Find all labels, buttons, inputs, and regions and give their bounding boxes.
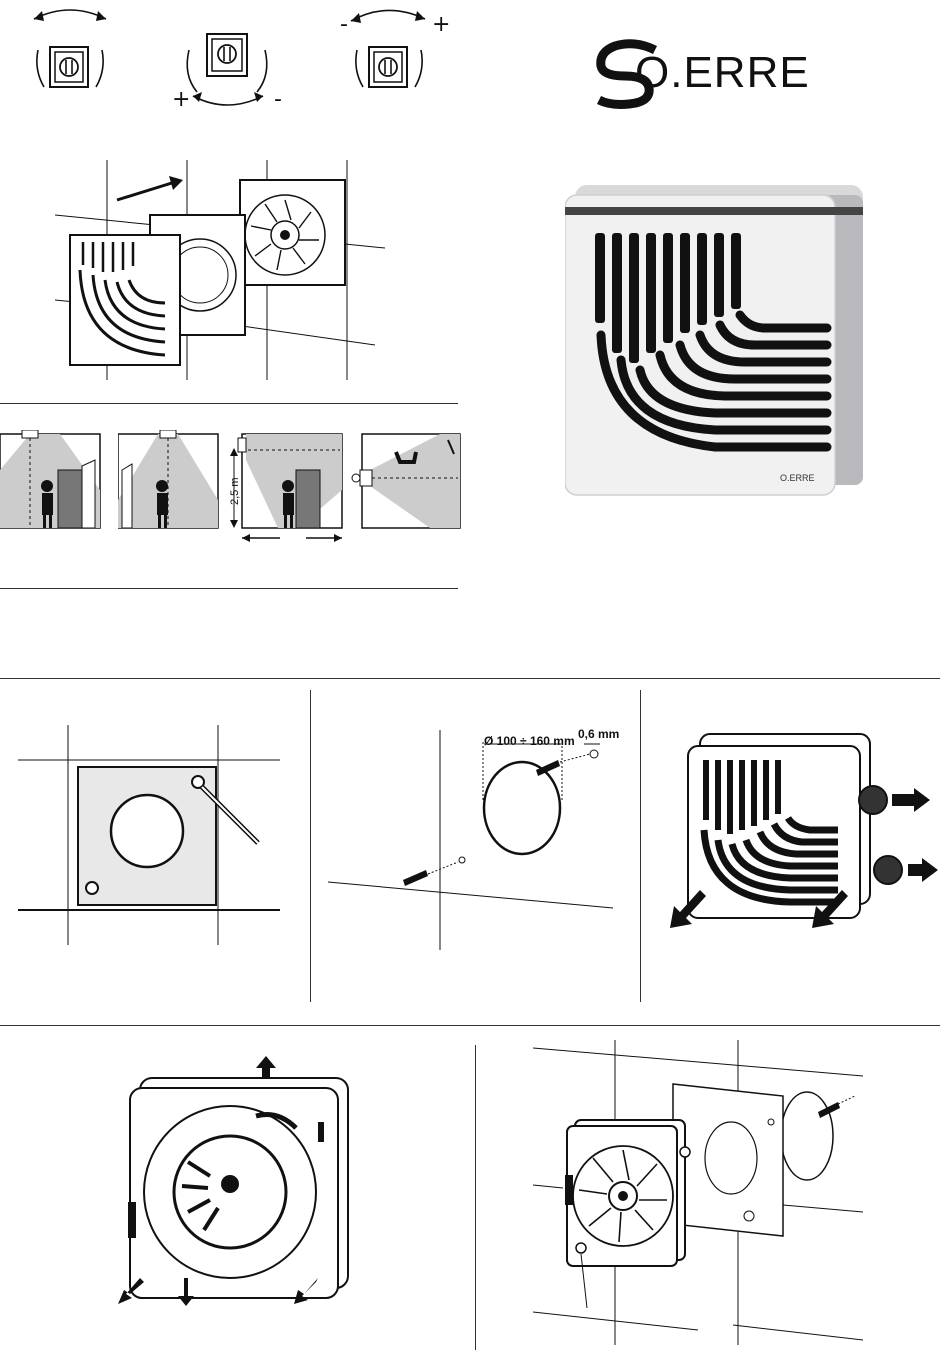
knob-diagram-3 [335, 5, 445, 95]
exploded-view-diagram [55, 160, 385, 380]
sensor-panel-4 [350, 430, 462, 530]
knob-2-minus: - [274, 89, 282, 111]
divider [640, 690, 641, 1002]
divider [0, 1025, 940, 1026]
divider [475, 1045, 476, 1350]
sensor-panel-3 [228, 430, 348, 550]
diameter-label: Ø 100 ÷ 160 mm [484, 734, 575, 748]
product-badge: O.ERRE [780, 473, 815, 483]
divider [0, 588, 458, 589]
drilling-diagram [328, 720, 618, 950]
knob-diagram-1 [20, 5, 120, 95]
divider [0, 403, 458, 404]
fan-back-view-diagram [118, 1052, 358, 1307]
divider [0, 678, 940, 679]
sensor-panel-1 [0, 430, 102, 530]
height-label: 2,5 m [229, 477, 241, 505]
sensor-panel-2 [118, 430, 220, 530]
electrical-connection-diagram [670, 730, 940, 940]
knob-3-plus: + [432, 14, 450, 36]
brand-logo: O.ERRE [595, 38, 835, 113]
brand-name: O.ERRE [635, 48, 810, 98]
knob-2-plus: + [172, 89, 190, 111]
knob-diagram-2 [175, 30, 285, 115]
product-image: O.ERRE [565, 185, 865, 505]
knob-3-minus: - [340, 14, 348, 36]
wall-template-diagram [18, 725, 283, 950]
divider [310, 690, 311, 1002]
wall-mount-diagram [533, 1040, 863, 1345]
gap-label: 0,6 mm [578, 727, 619, 741]
